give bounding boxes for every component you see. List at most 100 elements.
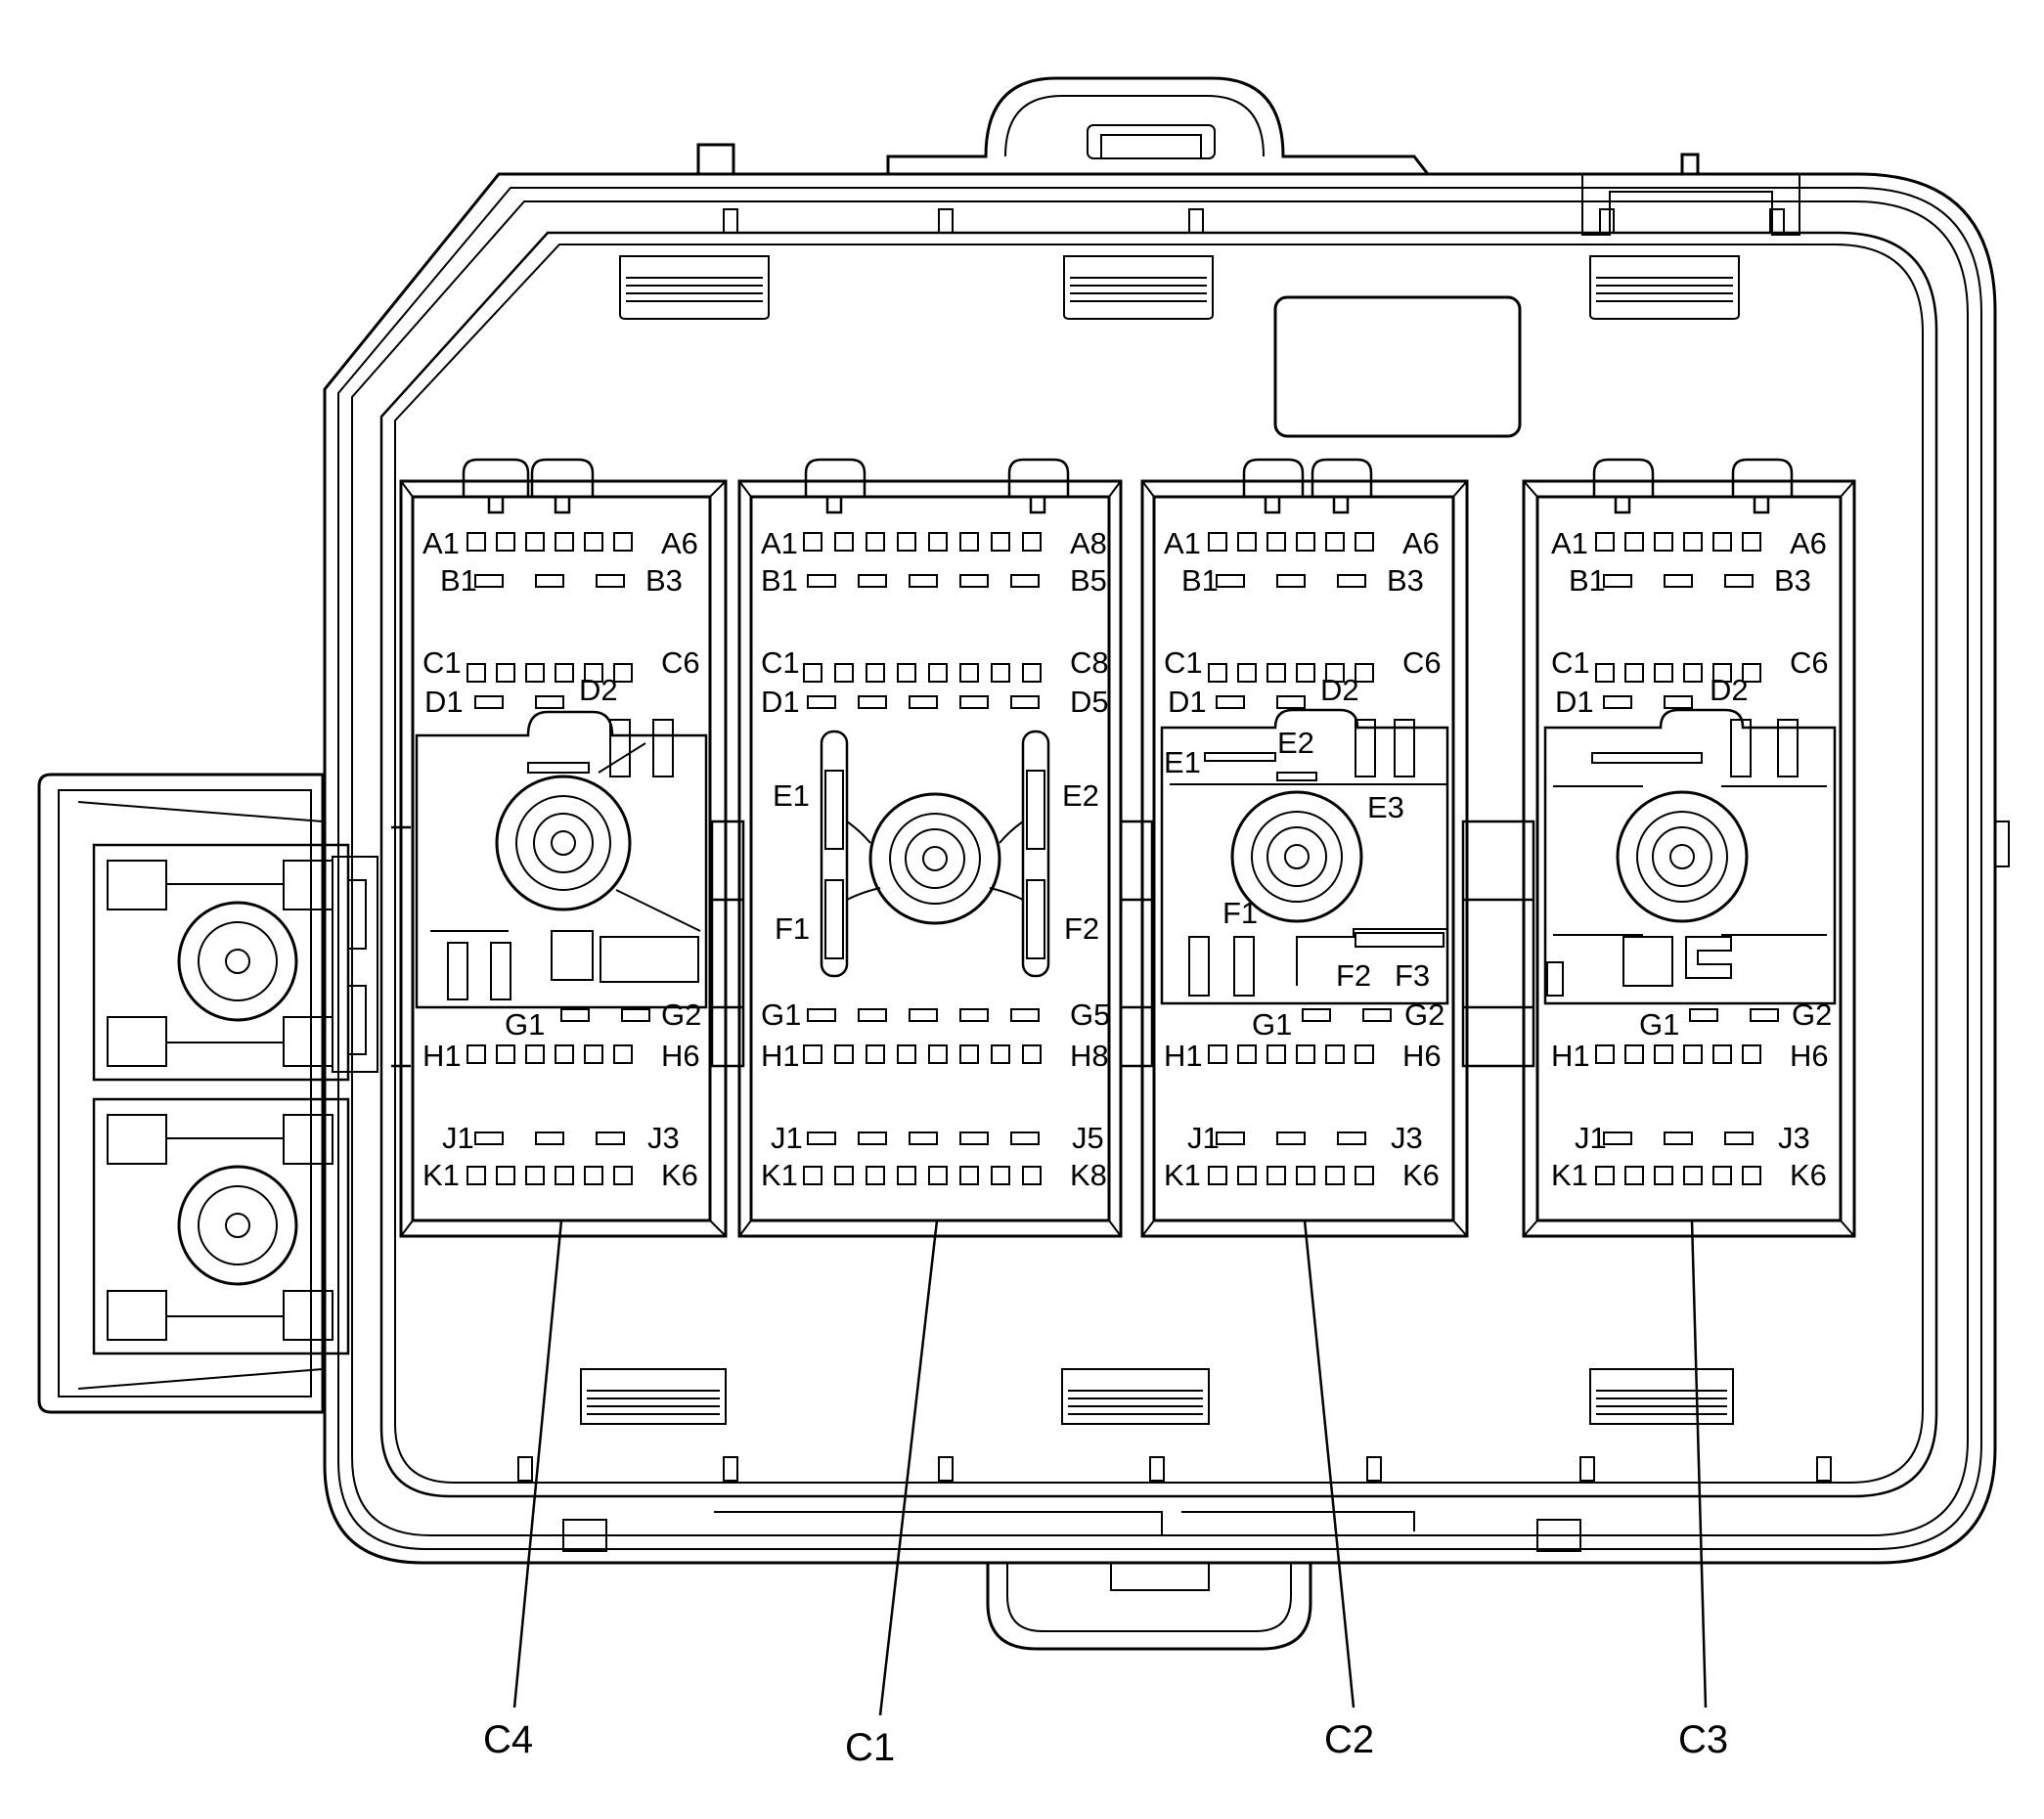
- pin-cavity: [613, 1166, 633, 1185]
- pin-label: G2: [1404, 998, 1444, 1032]
- pin-cavity: [535, 574, 564, 588]
- pin-label: C1: [1164, 645, 1203, 680]
- pin-label: A6: [661, 526, 698, 560]
- pin-label: F2: [1336, 958, 1371, 993]
- pin-cavity: [959, 532, 979, 552]
- pin-label: B3: [1387, 563, 1424, 598]
- pin-cavity: [1022, 1044, 1042, 1064]
- pin-label: G1: [1252, 1007, 1292, 1042]
- pin-cavity: [897, 663, 916, 683]
- pin-cavity: [807, 1131, 836, 1145]
- side-socket-module: [37, 773, 378, 1414]
- pin-cavity: [584, 532, 603, 552]
- pin-cavity: [1595, 1044, 1615, 1064]
- pin-label: J1: [442, 1121, 474, 1155]
- pin-cavity: [1208, 532, 1227, 552]
- pin-label: G1: [761, 998, 801, 1032]
- pin-label: D2: [1320, 673, 1359, 707]
- pin-cavity: [1595, 532, 1615, 552]
- pin-cavity: [807, 574, 836, 588]
- pin-cavity: [1355, 532, 1374, 552]
- pin-label: J3: [1391, 1121, 1423, 1155]
- pin-cavity: [1266, 532, 1286, 552]
- pin-label: B1: [1569, 563, 1606, 598]
- pin-cavity: [613, 532, 633, 552]
- pin-cavity: [909, 574, 938, 588]
- pin-cavity: [1742, 532, 1761, 552]
- pin-label: K6: [1790, 1158, 1827, 1192]
- pin-label: D1: [424, 685, 464, 719]
- pin-label: A8: [1070, 526, 1107, 560]
- pin-cavity: [525, 532, 545, 552]
- pin-cavity: [613, 663, 633, 683]
- pin-cavity: [909, 1131, 938, 1145]
- pin-label: C6: [1790, 645, 1829, 680]
- pin-cavity: [991, 532, 1010, 552]
- pin-label: K8: [1070, 1158, 1107, 1192]
- pin-cavity: [834, 532, 854, 552]
- pin-cavity: [584, 663, 603, 683]
- pin-cavity: [897, 532, 916, 552]
- pin-cavity: [834, 1166, 854, 1185]
- pin-cavity: [621, 1008, 650, 1022]
- pin-label: G2: [1792, 998, 1832, 1032]
- pin-cavity: [496, 1166, 515, 1185]
- pin-cavity: [1337, 574, 1366, 588]
- callout-leaders: [512, 1220, 1708, 1716]
- pin-cavity: [897, 1166, 916, 1185]
- pin-cavity: [928, 1166, 948, 1185]
- pin-cavity: [858, 1008, 887, 1022]
- pin-cavity: [1325, 1166, 1345, 1185]
- pin-cavity: [613, 1044, 633, 1064]
- pin-label: H6: [661, 1039, 700, 1073]
- pin-cavity: [991, 1044, 1010, 1064]
- pin-label: B3: [645, 563, 683, 598]
- pin-cavity: [525, 1166, 545, 1185]
- pin-label: E2: [1062, 778, 1099, 813]
- pin-cavity: [1022, 1166, 1042, 1185]
- pin-cavity: [1276, 1131, 1306, 1145]
- pin-cavity: [555, 1044, 574, 1064]
- pin-cavity: [1742, 1044, 1761, 1064]
- pin-label: H6: [1790, 1039, 1829, 1073]
- pin-cavity: [1683, 663, 1703, 683]
- leader-line-c3: [1690, 1220, 1708, 1708]
- pin-cavity: [991, 1166, 1010, 1185]
- pin-cavity: [535, 1131, 564, 1145]
- pin-cavity: [866, 532, 885, 552]
- pin-cavity: [1355, 1044, 1374, 1064]
- pin-label: E3: [1367, 790, 1404, 824]
- pin-label: K6: [1402, 1158, 1440, 1192]
- pin-cavity: [928, 663, 948, 683]
- pin-cavity: [1712, 1166, 1732, 1185]
- pin-label: C6: [1402, 645, 1442, 680]
- pin-cavity: [1750, 1008, 1779, 1022]
- pin-cavity: [474, 695, 504, 709]
- pin-cavity: [959, 1044, 979, 1064]
- pin-cavity: [525, 663, 545, 683]
- pin-label: A6: [1790, 526, 1827, 560]
- pin-label: B1: [440, 563, 477, 598]
- pin-cavity: [959, 1166, 979, 1185]
- pin-cavity: [525, 1044, 545, 1064]
- pin-cavity: [1603, 574, 1632, 588]
- connector-C4: [399, 458, 728, 1238]
- pin-label: B1: [761, 563, 798, 598]
- pin-label: C1: [422, 645, 462, 680]
- pin-cavity: [1603, 695, 1632, 709]
- pin-cavity: [909, 1008, 938, 1022]
- pin-label: H8: [1070, 1039, 1109, 1073]
- pin-label: K1: [761, 1158, 798, 1192]
- pin-cavity: [1216, 1131, 1245, 1145]
- pin-cavity: [803, 663, 822, 683]
- pin-cavity: [959, 1131, 989, 1145]
- pin-label: C1: [1551, 645, 1590, 680]
- pin-cavity: [1595, 1166, 1615, 1185]
- pin-cavity: [1010, 695, 1040, 709]
- pin-label: J1: [771, 1121, 803, 1155]
- pin-cavity: [959, 1008, 989, 1022]
- pin-cavity: [928, 532, 948, 552]
- pin-label: A1: [761, 526, 798, 560]
- pin-cavity: [560, 1008, 590, 1022]
- pin-cavity: [1654, 532, 1673, 552]
